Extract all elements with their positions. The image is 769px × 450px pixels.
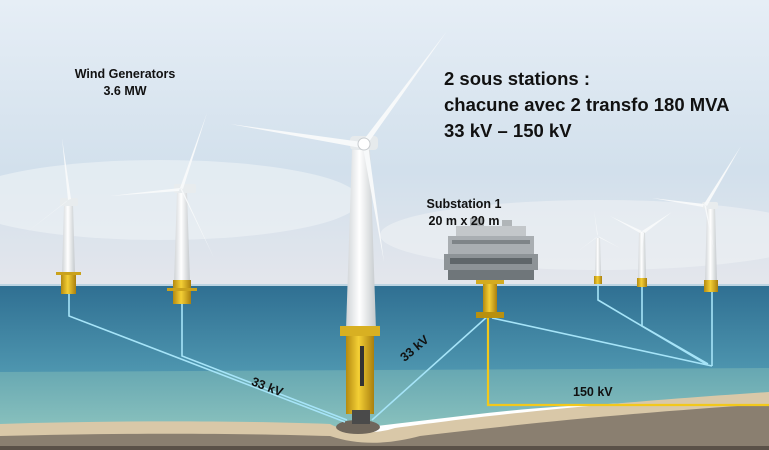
headline-line-3: 33 kV – 150 kV — [444, 120, 572, 141]
array-cable — [68, 292, 346, 423]
headline-line-1: 2 sous stations : — [444, 68, 590, 89]
wind-generators-label: Wind Generators 3.6 MW — [52, 66, 198, 100]
substation-label: Substation 1 20 m x 20 m — [418, 196, 510, 230]
seabed-rock-layer — [0, 404, 769, 450]
wind-generators-title: Wind Generators — [74, 67, 176, 81]
wind-turbine-far-3 — [652, 146, 741, 292]
export-cable — [486, 318, 769, 407]
headline-line-2: chacune avec 2 transfo 180 MVA — [444, 94, 730, 115]
wind-turbine-far-2 — [610, 212, 672, 287]
sea-surface-water — [0, 285, 769, 375]
seabed-base — [0, 446, 769, 450]
substation-title: Substation 1 — [426, 197, 502, 211]
wind-turbine-left-1 — [22, 138, 103, 294]
sea-cross-section — [0, 368, 769, 428]
substation-platform — [444, 218, 538, 318]
substations-headline: 2 sous stations : chacune avec 2 transfo… — [444, 66, 730, 144]
array-cable — [371, 315, 489, 421]
array-cables — [68, 282, 713, 423]
array-cable — [181, 298, 348, 421]
wind-turbine-far-1 — [577, 210, 620, 284]
wind-generators-power: 3.6 MW — [103, 84, 147, 98]
array-cable — [491, 317, 713, 367]
substation-size: 20 m x 20 m — [428, 214, 500, 228]
export-cable-voltage-label: 150 kV — [573, 385, 613, 399]
wind-turbine-left-2 — [110, 113, 214, 304]
array-cable — [641, 284, 709, 365]
wind-turbine-main — [230, 31, 447, 424]
horizon-line — [0, 284, 769, 286]
